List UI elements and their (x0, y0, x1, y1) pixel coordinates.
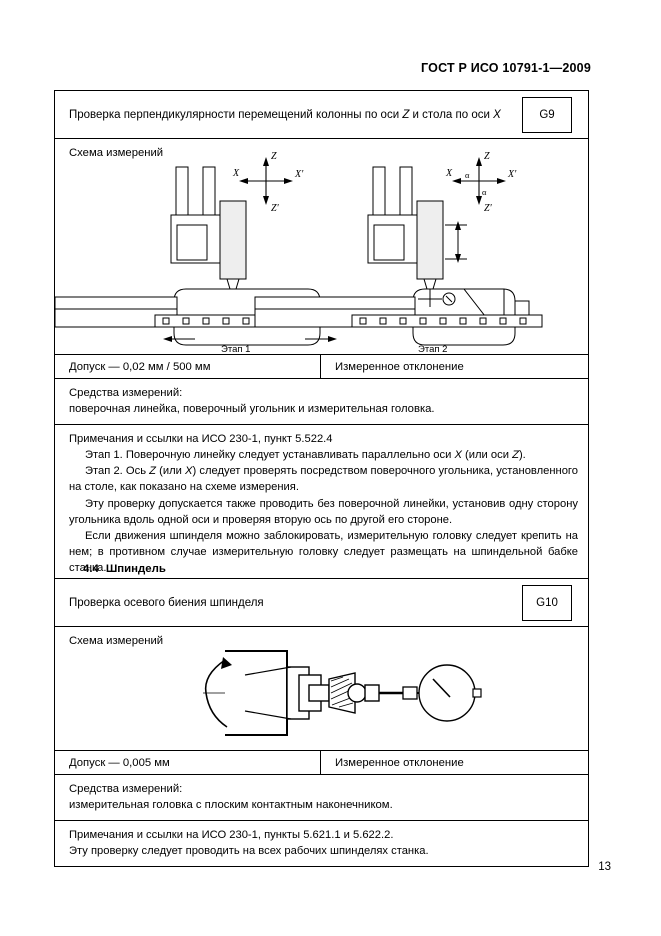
page-number: 13 (598, 861, 611, 873)
svg-text:X: X (232, 168, 240, 179)
svg-text:X: X (445, 168, 453, 179)
tolerance-cell: Допуск — 0,02 мм / 500 мм (55, 355, 321, 378)
measurement-scheme-row: Схема измерений (55, 627, 588, 751)
notes-row: Примечания и ссылки на ИСО 230-1, пункты… (55, 821, 588, 866)
note-reference: Примечания и ссылки на ИСО 230-1, пункты… (69, 829, 394, 842)
table-title-row: Проверка перпендикулярности перемещений … (55, 91, 588, 139)
axis-cross-stage1: Z X X' Z' (232, 151, 304, 214)
test-code-badge: G10 (522, 584, 572, 621)
perpendicularity-diagram: Z X X' Z' (55, 151, 543, 353)
svg-text:Этап 2: Этап 2 (418, 344, 447, 353)
svg-text:X': X' (294, 169, 304, 180)
note-stage2: Этап 2. Ось Z (или X) следует проверять … (69, 465, 578, 494)
means-title: Средства измерений: (69, 387, 183, 399)
section-number: 4.4 (83, 563, 99, 575)
measured-deviation-cell: Измеренное отклонение (335, 360, 464, 373)
note-stage1: Этап 1. Поверочную линейку следует устан… (85, 449, 526, 462)
test-table-g9: Проверка перпендикулярности перемещений … (54, 90, 589, 617)
note-all-spindles: Эту проверку следует проводить на всех р… (69, 845, 429, 858)
means-title: Средства измерений: (69, 783, 183, 795)
table-title: Проверка осевого биения шпинделя (69, 596, 264, 609)
svg-text:Этап 1: Этап 1 (221, 344, 250, 353)
note-spindle-lock: Если движения шпинделя можно заблокирова… (69, 529, 578, 575)
running-header: ГОСТ Р ИСО 10791-1—2009 (421, 61, 591, 75)
svg-text:α: α (482, 187, 487, 197)
tolerance-row: Допуск — 0,02 мм / 500 мм Измеренное отк… (55, 355, 588, 379)
spindle-runout-diagram (203, 650, 482, 736)
section-heading: 4.4 Шпиндель (83, 563, 166, 575)
svg-text:Z: Z (484, 151, 490, 162)
tolerance-cell: Допуск — 0,005 мм (55, 751, 321, 774)
svg-text:Z: Z (271, 151, 277, 162)
measuring-instruments-row: Средства измерений: поверочная линейка, … (55, 379, 588, 426)
means-text: измерительная головка с плоским контактн… (69, 799, 393, 812)
section-title: Шпиндель (105, 563, 166, 575)
table-title: Проверка перпендикулярности перемещений … (69, 108, 501, 121)
scheme-label: Схема измерений (69, 147, 164, 159)
tolerance-row: Допуск — 0,005 мм Измеренное отклонение (55, 751, 588, 775)
note-reference: Примечания и ссылки на ИСО 230-1, пункт … (69, 433, 333, 446)
scheme-label: Схема измерений (69, 635, 164, 647)
svg-text:X': X' (507, 169, 517, 180)
test-code-badge: G9 (522, 96, 572, 133)
measured-deviation-cell: Измеренное отклонение (335, 756, 464, 769)
means-text: поверочная линейка, поверочный угольник … (69, 403, 435, 416)
test-table-g10: Проверка осевого биения шпинделя G10 Схе… (54, 578, 589, 868)
measurement-scheme-row: Схема измерений Z X X' (55, 139, 588, 355)
table-title-row: Проверка осевого биения шпинделя G10 (55, 579, 588, 627)
svg-text:α: α (465, 170, 470, 180)
measuring-instruments-row: Средства измерений: измерительная головк… (55, 775, 588, 822)
note-alternative: Эту проверку допускается также проводить… (69, 497, 578, 526)
svg-text:Z': Z' (484, 203, 493, 214)
svg-text:Z': Z' (271, 203, 280, 214)
axis-cross-stage2: Z X X' Z' α α (445, 151, 517, 214)
